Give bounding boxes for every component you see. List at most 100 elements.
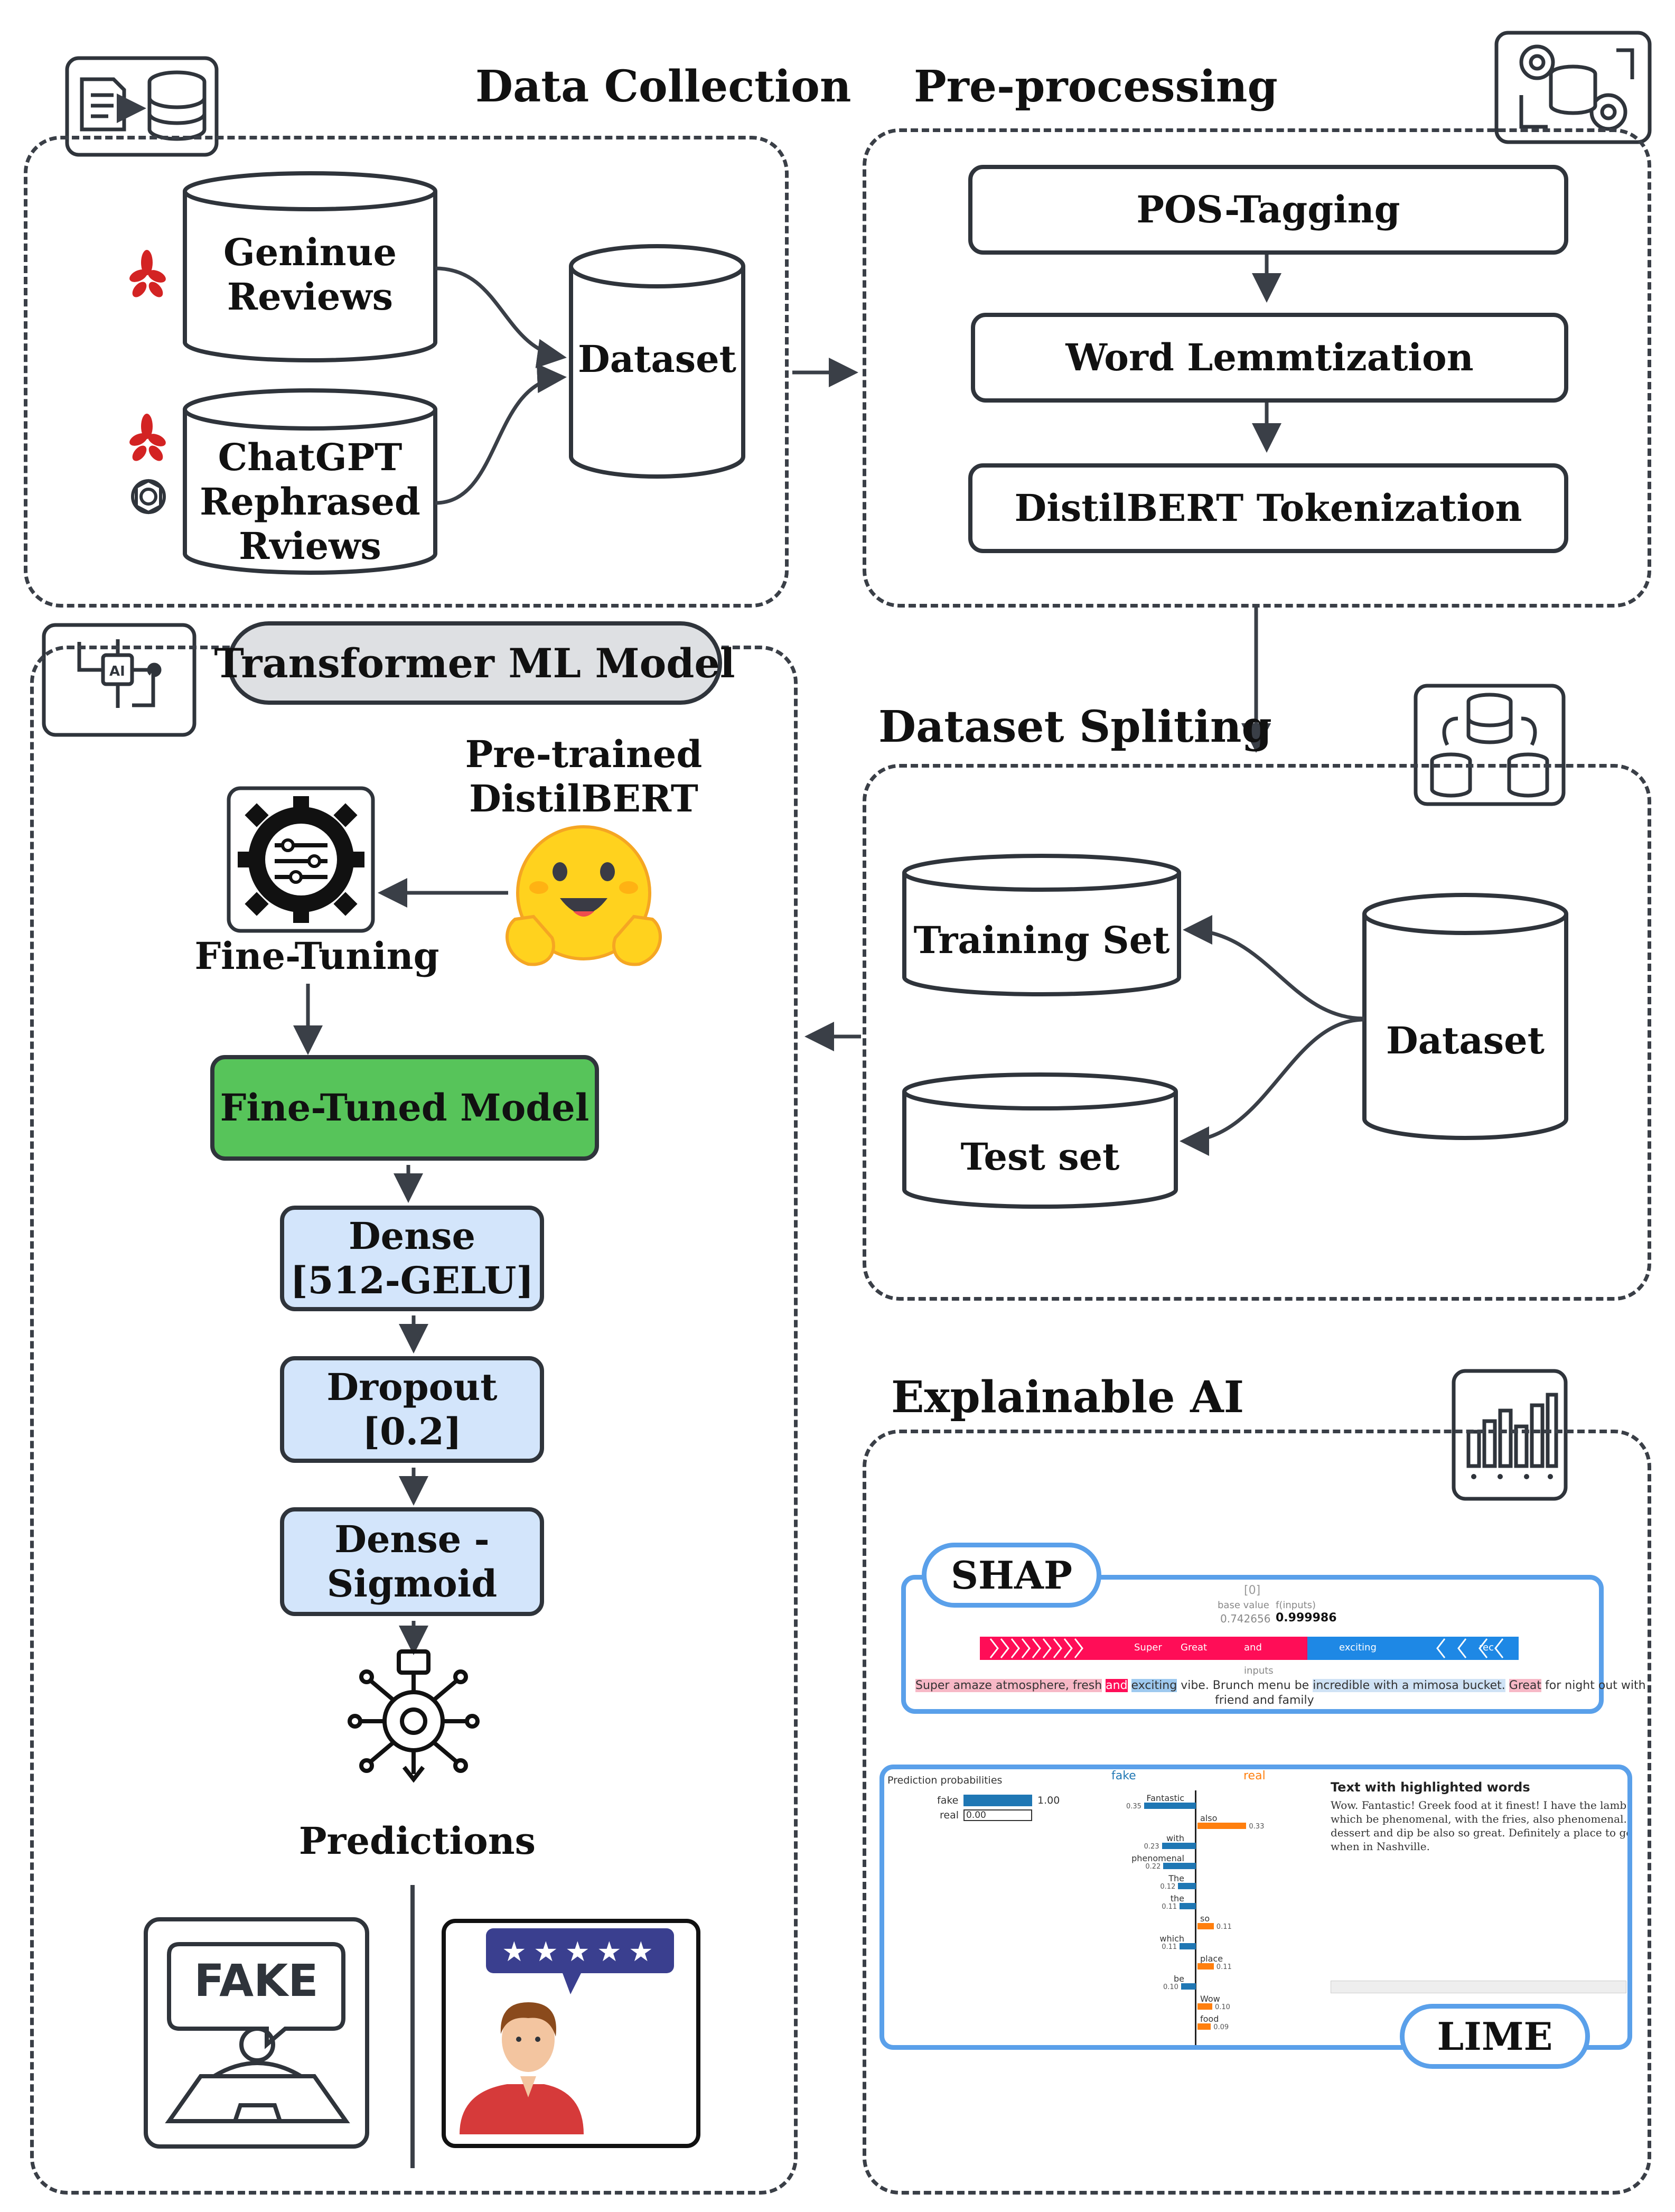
lime-feature-word: food <box>1200 2014 1219 2024</box>
arrow-dataset-to-test <box>1180 1018 1365 1156</box>
lime-feature-value: 0.10 <box>1163 1983 1178 1991</box>
dataset-splitting-title: Dataset Spliting <box>878 702 1272 752</box>
shap-base-value-label: base value <box>1218 1600 1269 1611</box>
transformer-model-title: Transformer ML Model <box>214 621 735 705</box>
neural-network-output-icon <box>348 1649 480 1783</box>
shap-index: [0] <box>1244 1584 1261 1597</box>
predictions-label: Predictions <box>298 1819 536 1863</box>
shap-bar-word-1: Super <box>1134 1642 1162 1653</box>
shap-bar-word-4: exciting <box>1339 1642 1377 1653</box>
hugging-face-icon <box>506 825 662 966</box>
split-dataset-label: Dataset <box>1386 1019 1545 1062</box>
ai-chip-icon <box>42 623 196 737</box>
shap-bar-word-2: Great <box>1181 1642 1208 1653</box>
lime-feature-value: 0.11 <box>1162 1943 1177 1951</box>
dataset-splitting-frame <box>863 764 1651 1301</box>
explainable-ai-title: Explainable AI <box>891 1372 1244 1423</box>
lime-feature-bar <box>1162 1843 1196 1849</box>
lime-feature-word: The <box>1168 1873 1184 1883</box>
openai-icon <box>131 479 166 515</box>
shap-inputs-label: inputs <box>1244 1665 1274 1676</box>
split-database-icon <box>1414 684 1566 806</box>
lime-feature-bar <box>1180 1903 1196 1909</box>
lime-feature-bar <box>1181 1983 1196 1990</box>
reviewer-rating-icon: ★★★ ★★ <box>442 1919 700 2148</box>
test-set-label: Test set <box>960 1135 1120 1179</box>
shap-fx-value: 0.999986 <box>1276 1611 1337 1625</box>
lime-feature-word: the <box>1170 1893 1184 1903</box>
shap-bar-word-5: rec <box>1479 1642 1494 1653</box>
shap-text-line2: friend and family <box>1215 1694 1314 1707</box>
lime-feature-value: 0.09 <box>1213 2023 1229 2031</box>
fake-news-icon <box>144 1917 369 2149</box>
lime-pred-title: Prediction probabilities <box>887 1775 1003 1786</box>
lime-feature-bar <box>1197 1923 1214 1929</box>
lime-prob-bar-real <box>963 1809 1032 1821</box>
svg-text:★: ★ <box>629 1936 653 1968</box>
lime-feature-bar <box>1197 1823 1247 1829</box>
data-collection-frame <box>24 136 789 608</box>
shap-fx-label: f(inputs) <box>1276 1600 1316 1611</box>
test-set-cylinder <box>902 1072 1178 1209</box>
preprocessing-frame <box>863 128 1651 608</box>
shap-label: SHAP <box>922 1543 1101 1608</box>
genuine-reviews-cylinder <box>183 171 437 362</box>
lime-text-line4: when in Nashville. <box>1331 1840 1430 1853</box>
lime-scrollbar[interactable] <box>1331 1981 1626 1993</box>
dataset-label: Dataset <box>577 337 737 381</box>
bar-chart-dots <box>1471 1474 1553 1479</box>
svg-text:AI: AI <box>109 664 125 679</box>
fine-tuned-model-box: Fine-Tuned Model <box>210 1055 599 1161</box>
lime-col-fake: fake <box>1111 1769 1136 1782</box>
training-set-cylinder <box>902 854 1181 996</box>
dataset-cylinder <box>569 244 745 479</box>
lime-text-line1: Wow. Fantastic! Greek food at it finest!… <box>1331 1799 1632 1812</box>
lime-feature-bar <box>1178 1883 1196 1889</box>
lime-feature-value: 0.12 <box>1160 1883 1176 1891</box>
lime-class-real: real <box>940 1809 959 1821</box>
fine-tuning-gear-icon <box>227 786 375 933</box>
explainable-ai-frame <box>863 1430 1651 2195</box>
lime-feature-value: 0.11 <box>1162 1903 1177 1911</box>
lime-text-title: Text with highlighted words <box>1331 1780 1530 1795</box>
lime-class-fake: fake <box>937 1795 959 1806</box>
fake-label: FAKE <box>194 1955 319 2006</box>
pos-tagging-box: POS-Tagging <box>968 165 1568 255</box>
lime-feature-bar <box>1197 1963 1214 1970</box>
svg-text:★: ★ <box>502 1936 527 1968</box>
shap-text-line1: Super amaze atmosphere, fresh and exciti… <box>915 1679 1646 1692</box>
yelp-icon <box>129 250 166 297</box>
lime-feature-value: 0.22 <box>1145 1863 1161 1871</box>
training-set-label: Training Set <box>913 918 1170 962</box>
shap-panel: [0] base value f(inputs) 0.742656 0.9999… <box>901 1575 1646 1714</box>
dense-sigmoid-box: Dense -Sigmoid <box>280 1507 544 1616</box>
distilbert-tokenization-box: DistilBERT Tokenization <box>968 463 1568 553</box>
preprocessing-title: Pre-processing <box>914 61 1278 112</box>
dense-gelu-box: Dense[512-GELU] <box>280 1206 544 1311</box>
lime-feature-word: with <box>1166 1833 1184 1843</box>
lime-label: LIME <box>1400 2004 1590 2069</box>
arrow-genuine-to-dataset <box>435 266 567 368</box>
lime-feature-word: which <box>1159 1934 1184 1944</box>
lime-text-line3: dessert and dip be also so great. Defini… <box>1331 1826 1632 1839</box>
gears-database-icon <box>1494 31 1652 144</box>
lime-feature-bar <box>1144 1803 1196 1809</box>
lime-feature-word: so <box>1200 1914 1210 1924</box>
shap-force-bar <box>980 1637 1519 1660</box>
lime-feature-word: also <box>1200 1813 1218 1823</box>
lime-feature-word: be <box>1174 1974 1184 1984</box>
bar-chart-icon <box>1452 1369 1568 1501</box>
data-collection-title: Data Collection <box>475 61 851 112</box>
lime-feature-bar <box>1180 1943 1196 1949</box>
shap-base-value: 0.742656 <box>1220 1612 1271 1625</box>
lime-feature-value: 0.35 <box>1126 1803 1141 1810</box>
lime-text-line2: which be phenomenal, with the fries, als… <box>1331 1813 1632 1825</box>
svg-text:★: ★ <box>597 1936 622 1968</box>
lime-feature-bar <box>1197 2023 1211 2030</box>
lime-feature-bar <box>1163 1863 1196 1869</box>
arrow-chatgpt-to-dataset <box>435 363 567 505</box>
lime-feature-value: 0.10 <box>1215 2003 1230 2011</box>
doc-to-database-icon <box>65 56 219 157</box>
